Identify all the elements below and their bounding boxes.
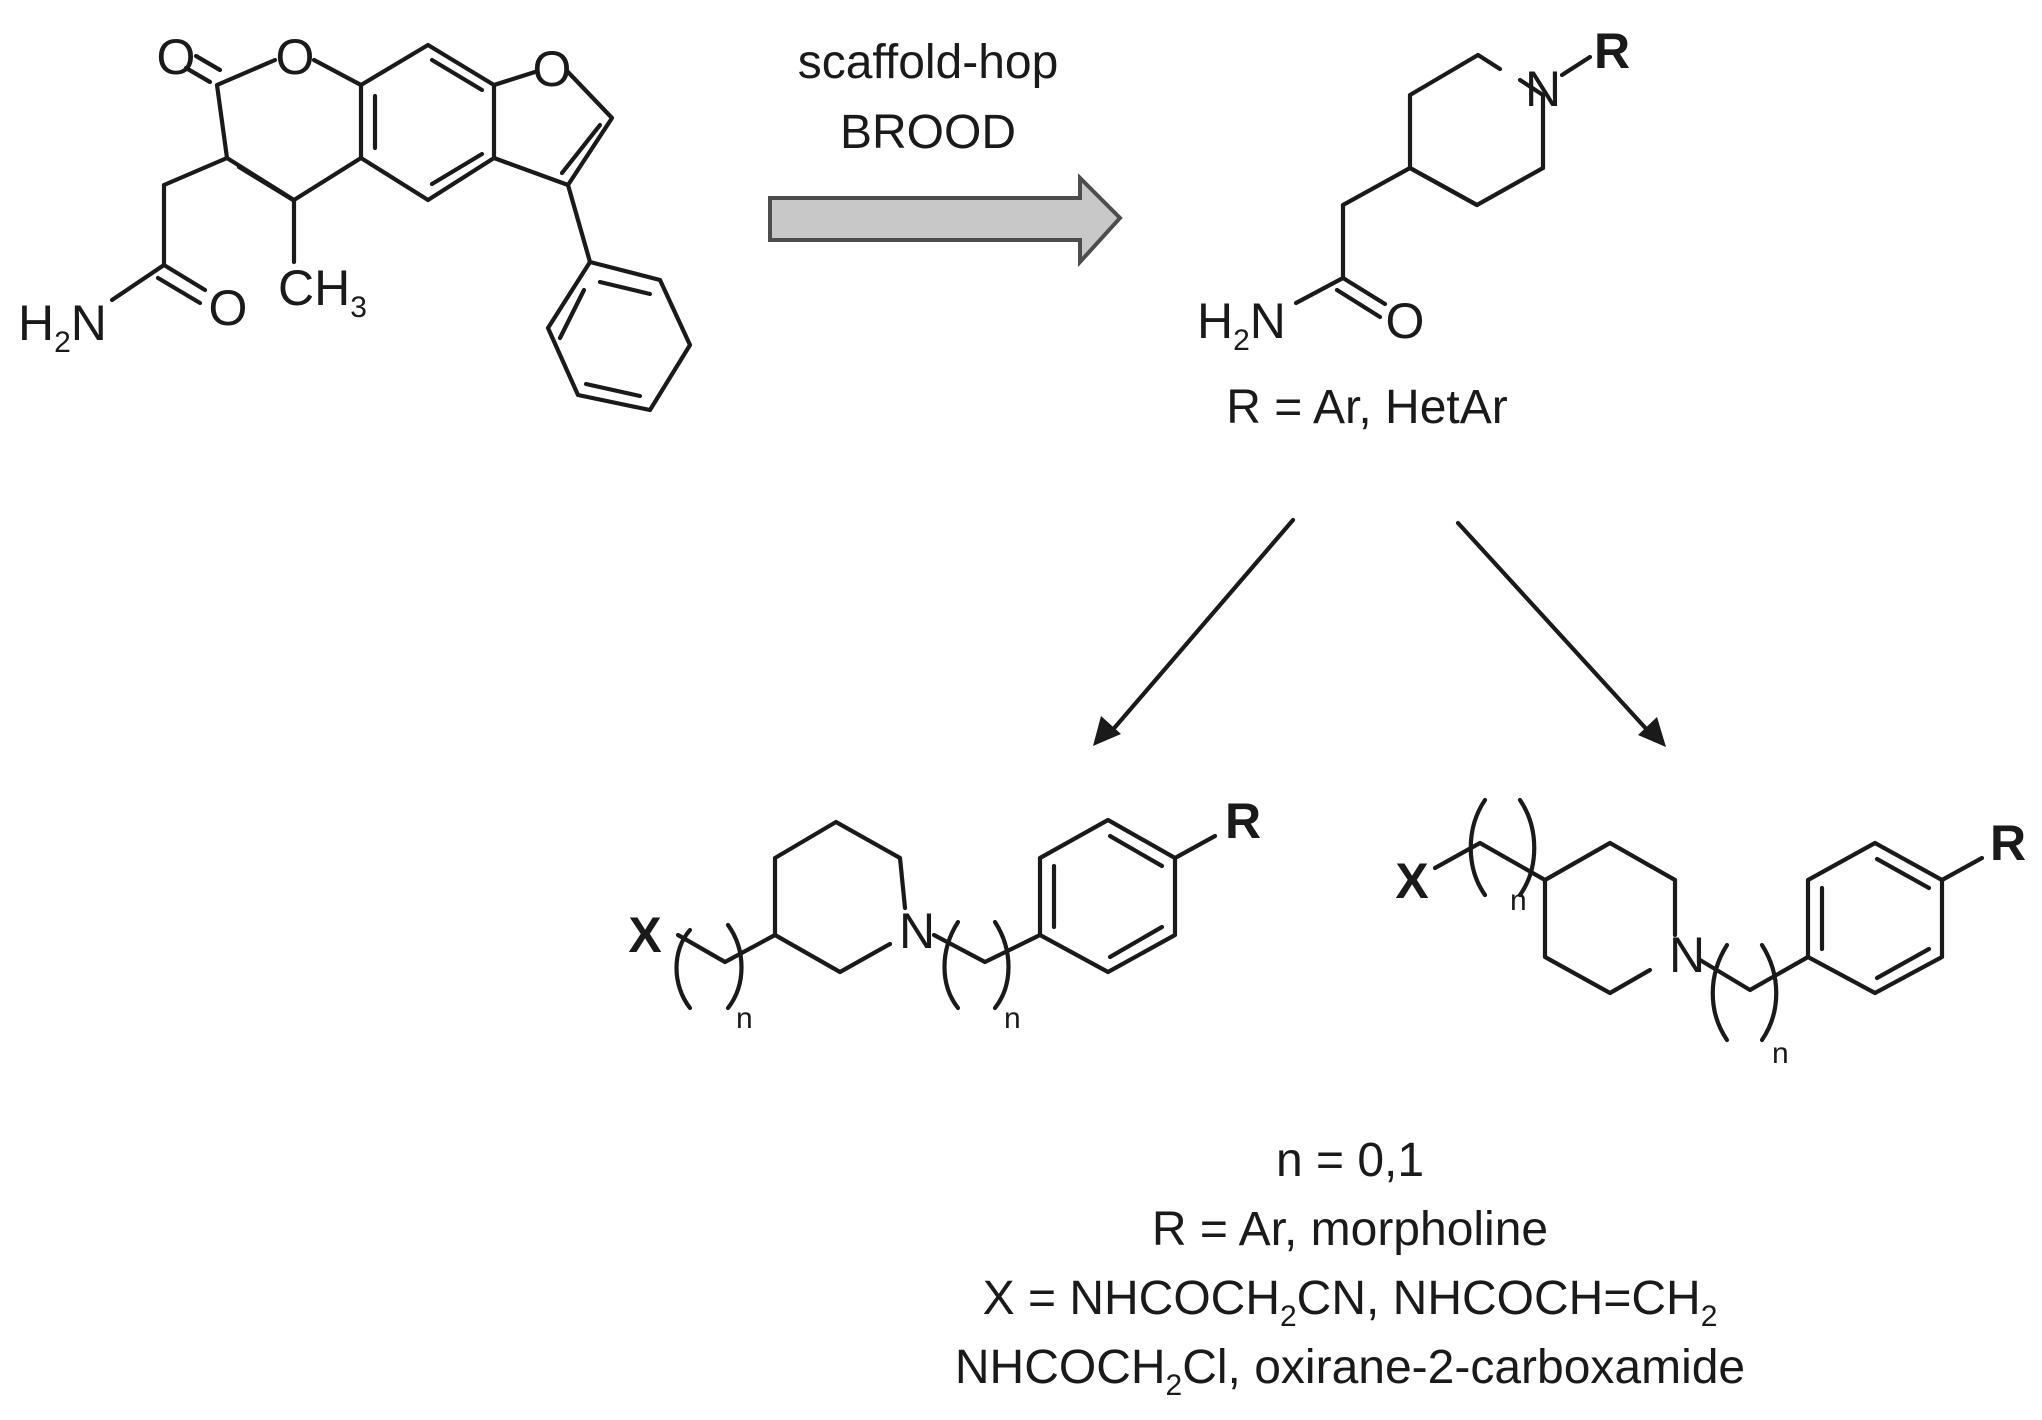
diverging-arrows [1093,517,1666,747]
right-nitrogen-label: N [1669,927,1705,983]
left-r-label: R [1225,793,1261,849]
arrow-to-left-series [1107,517,1296,736]
right-r-label: R [1990,815,2026,871]
methyl-label: CH3 [278,260,367,324]
r-group-label: R [1594,23,1630,79]
substituent-definitions: n = 0,1 R = Ar, morpholine X = NHCOCH2CN… [955,1134,1745,1402]
left-x-label: X [628,907,661,963]
left-n-subscript-1: n [736,1002,753,1035]
right-n-subscript-2: n [1772,1037,1789,1070]
x-definition-line2: NHCOCH2Cl, oxirane-2-carboxamide [955,1341,1745,1402]
furan-oxygen-label: O [533,41,572,97]
arrow-head-right [1638,717,1666,747]
ring-oxygen-label: O [276,29,315,85]
parent-compound: O O O O H2N CH3 [18,29,693,413]
carbonyl-oxygen-label: O [157,29,196,85]
amine-label: H2N [1197,293,1286,357]
right-x-label: X [1395,853,1428,909]
r-definition-caption: R = Ar, HetAr [1226,381,1507,434]
amide-oxygen-label: O [1386,293,1425,349]
x-definition-line1: X = NHCOCH2CN, NHCOCH=CH2 [983,1272,1718,1333]
n-definition: n = 0,1 [1276,1134,1424,1187]
arrow-to-right-series [1455,520,1653,736]
r-definition: R = Ar, morpholine [1152,1203,1548,1256]
piperidine-nitrogen-label: N [1525,61,1561,117]
arrow-head-left [1093,716,1121,746]
scaffold-hop-arrow: scaffold-hop BROOD [768,36,1123,268]
arrow-label-method: scaffold-hop [798,36,1059,89]
top-product: N R O H2N R = Ar, HetAr [1197,23,1630,434]
amine-label: H2N [18,295,107,359]
left-series-structure: N X R n n [628,793,1261,1035]
hollow-arrow-shape [768,173,1123,268]
right-n-subscript-1: n [1510,884,1527,917]
amide-oxygen-label: O [209,280,248,336]
left-nitrogen-label: N [899,903,935,959]
left-n-subscript-2: n [1004,1002,1021,1035]
arrow-label-software: BROOD [840,106,1016,159]
right-series-structure: N X R n n [1395,797,2026,1070]
